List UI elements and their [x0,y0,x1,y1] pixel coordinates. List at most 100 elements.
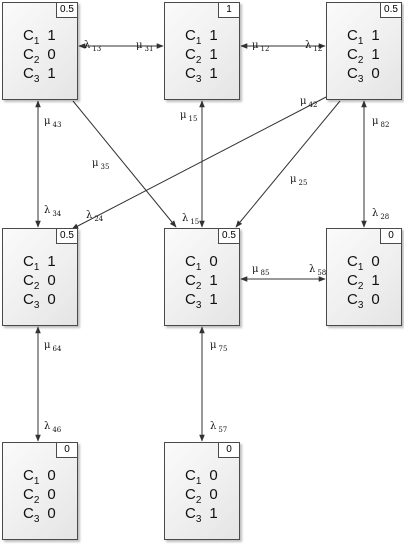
component-value: 1 [371,27,380,44]
rate-symbol: λ [182,213,189,224]
rate-subscript: 31 [144,45,154,53]
component-value: 0 [209,253,218,270]
rate-symbol: μ [252,264,259,275]
component-value: 0 [47,272,56,289]
component-value: 1 [209,27,218,44]
rate-subscript: 13 [92,45,102,53]
component-index: 3 [33,300,40,311]
component-index: 2 [195,55,202,66]
rate-symbol: μ [290,174,297,185]
component-index: 1 [195,36,202,47]
rate-symbol: λ [210,421,217,432]
rate-symbol: μ [372,116,379,127]
rate-symbol: λ [372,208,379,219]
component-name: C [347,253,358,270]
transition-arrow [71,94,331,230]
component-value: 1 [371,272,380,289]
component-index: 2 [33,281,40,292]
component-index: 3 [195,300,202,311]
component-name: C [347,46,358,63]
component-index: 1 [357,262,364,273]
rate-symbol: μ [44,340,51,351]
component-name: C [23,467,34,484]
component-value: 0 [47,505,56,522]
rate-symbol: μ [92,158,99,169]
component-value: 1 [209,272,218,289]
component-name: C [185,46,196,63]
component-value: 0 [371,291,380,308]
component-value: 1 [209,505,218,522]
component-index: 2 [33,495,40,506]
component-index: 3 [33,514,40,525]
component-value: 0 [209,467,218,484]
rate-subscript: 58 [317,269,327,277]
component-name: C [185,291,196,308]
rate-symbol: λ [305,40,312,51]
component-name: C [23,486,34,503]
component-name: C [23,65,34,82]
rate-subscript: 75 [218,345,228,353]
component-name: C [23,46,34,63]
component-index: 3 [195,74,202,85]
state-probability: 0.5 [56,3,77,18]
component-name: C [185,65,196,82]
component-index: 1 [195,476,202,487]
state-probability: 0.5 [380,3,401,18]
component-name: C [185,467,196,484]
component-name: C [23,272,34,289]
component-name: C [23,291,34,308]
component-value: 1 [371,46,380,63]
component-index: 1 [33,476,40,487]
rate-subscript: 15 [190,218,200,226]
rate-subscript: 42 [308,101,318,109]
component-index: 2 [357,55,364,66]
component-index: 2 [357,281,364,292]
rate-subscript: 25 [298,179,308,187]
component-name: C [23,505,34,522]
rate-subscript: 57 [218,426,228,434]
rate-symbol: μ [252,40,259,51]
state-probability: 0.5 [218,229,239,244]
component-value: 0 [371,253,380,270]
component-name: C [347,291,358,308]
component-value: 1 [209,291,218,308]
state-probability: 0.5 [56,229,77,244]
component-value: 0 [47,291,56,308]
component-name: C [185,253,196,270]
rate-symbol: μ [44,116,51,127]
